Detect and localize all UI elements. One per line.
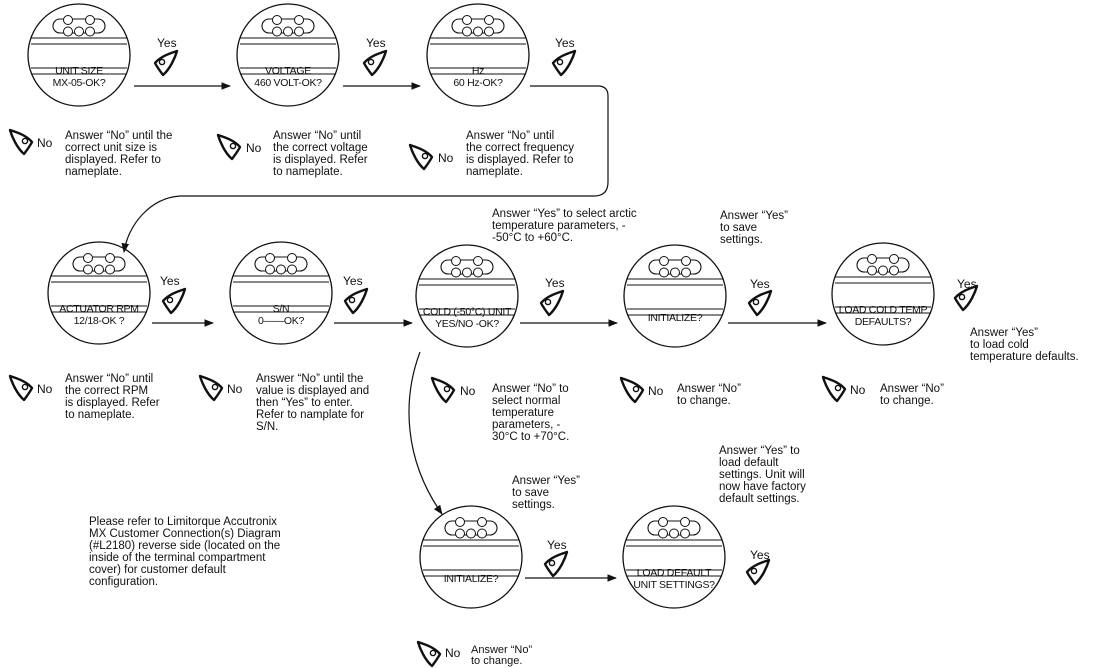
display-text: LOAD COLD TEMP DEFAULTS? bbox=[838, 304, 928, 328]
yes-knob-icon bbox=[343, 287, 369, 315]
no-label: No bbox=[460, 384, 476, 398]
no-label: No bbox=[850, 383, 866, 397]
no-label: No bbox=[438, 151, 454, 165]
display-text: S/N 0——OK? bbox=[257, 303, 305, 327]
display-text: UNIT SIZE MX-05-OK? bbox=[52, 65, 106, 89]
yes-knob-icon bbox=[551, 49, 577, 77]
no-label: No bbox=[445, 646, 461, 660]
no-note: Answer “No” to change. bbox=[471, 644, 533, 667]
no-knob-icon bbox=[198, 374, 224, 402]
display-text: ACTUATOR RPM 12/18-OK ? bbox=[59, 303, 139, 327]
yes-label: Yes bbox=[343, 274, 363, 288]
dial-actuator-rpm bbox=[47, 241, 151, 345]
yes-label: Yes bbox=[555, 36, 575, 50]
yes-label: Yes bbox=[157, 36, 177, 50]
no-knob-icon bbox=[408, 143, 434, 171]
yes-label: Yes bbox=[545, 276, 565, 290]
no-note: Answer “No” until the correct frequency … bbox=[466, 130, 575, 178]
yes-knob-icon bbox=[161, 287, 187, 315]
yes-note: Answer “Yes” to load cold temperature de… bbox=[970, 327, 1079, 363]
dial-initialize-normal bbox=[419, 505, 523, 609]
arrow-hz-to-actuator-rpm bbox=[121, 85, 609, 253]
no-note: Answer “No” until the correct unit size … bbox=[65, 130, 173, 178]
dial-hz bbox=[426, 3, 530, 107]
yes-label: Yes bbox=[547, 538, 567, 552]
yes-note: Answer “Yes” to load default settings. U… bbox=[719, 445, 806, 505]
no-label: No bbox=[37, 136, 53, 150]
yes-label: Yes bbox=[160, 274, 180, 288]
yes-note: Answer “Yes” to save settings. bbox=[512, 475, 580, 511]
no-knob-icon bbox=[8, 128, 34, 156]
yes-note: Answer “Yes” to select arctic temperatur… bbox=[492, 208, 637, 244]
display-text: VOLTAGE 460 VOLT-OK? bbox=[254, 65, 322, 89]
no-note: Answer “No” until the correct voltage is… bbox=[273, 130, 368, 178]
yes-knob-icon bbox=[362, 49, 388, 77]
yes-label: Yes bbox=[957, 277, 977, 291]
yes-knob-icon bbox=[539, 289, 565, 317]
yes-knob-icon bbox=[153, 49, 179, 77]
yes-knob-icon bbox=[747, 289, 773, 317]
no-knob-icon bbox=[416, 640, 442, 668]
no-note: Answer “No” to select normal temperature… bbox=[492, 383, 570, 443]
no-label: No bbox=[648, 384, 664, 398]
yes-label: Yes bbox=[750, 548, 770, 562]
yes-note: Answer “Yes” to save settings. bbox=[720, 210, 788, 246]
dial-initialize-cold bbox=[623, 244, 727, 348]
display-text: COLD (-50°C) UNIT YES/NO -OK? bbox=[422, 306, 512, 330]
no-knob-icon bbox=[821, 375, 847, 403]
no-knob-icon bbox=[8, 374, 34, 402]
no-knob-icon bbox=[430, 376, 456, 404]
dial-cold-unit bbox=[415, 244, 519, 348]
dial-unit-size bbox=[27, 3, 131, 107]
display-text: LOAD DEFAULT UNIT SETTINGS? bbox=[633, 567, 715, 591]
no-label: No bbox=[246, 141, 262, 155]
no-knob-icon bbox=[619, 376, 645, 404]
no-note: Answer “No” to change. bbox=[880, 383, 944, 407]
display-text: INITIALIZE? bbox=[647, 312, 703, 324]
dial-load-default bbox=[622, 505, 726, 609]
dial-voltage bbox=[236, 3, 340, 107]
yes-label: Yes bbox=[750, 277, 770, 291]
no-note: Answer “No” until the value is displayed… bbox=[256, 373, 370, 433]
no-label: No bbox=[227, 382, 243, 396]
dial-load-cold bbox=[831, 242, 935, 346]
no-note: Answer “No” to change. bbox=[677, 383, 741, 407]
dial-serial bbox=[229, 241, 333, 345]
no-label: No bbox=[37, 382, 53, 396]
display-text: Hz 60 Hz-OK? bbox=[453, 65, 503, 89]
no-knob-icon bbox=[216, 133, 242, 161]
yes-knob-icon bbox=[745, 558, 771, 586]
yes-knob-icon bbox=[543, 550, 569, 578]
arrow-cold-to-initialize-normal bbox=[408, 351, 443, 515]
reference-note: Please refer to Limitorque Accutronix MX… bbox=[89, 516, 281, 588]
yes-label: Yes bbox=[366, 36, 386, 50]
display-text: INITIALIZE? bbox=[443, 573, 499, 585]
no-note: Answer “No” until the correct RPM is dis… bbox=[65, 373, 160, 421]
